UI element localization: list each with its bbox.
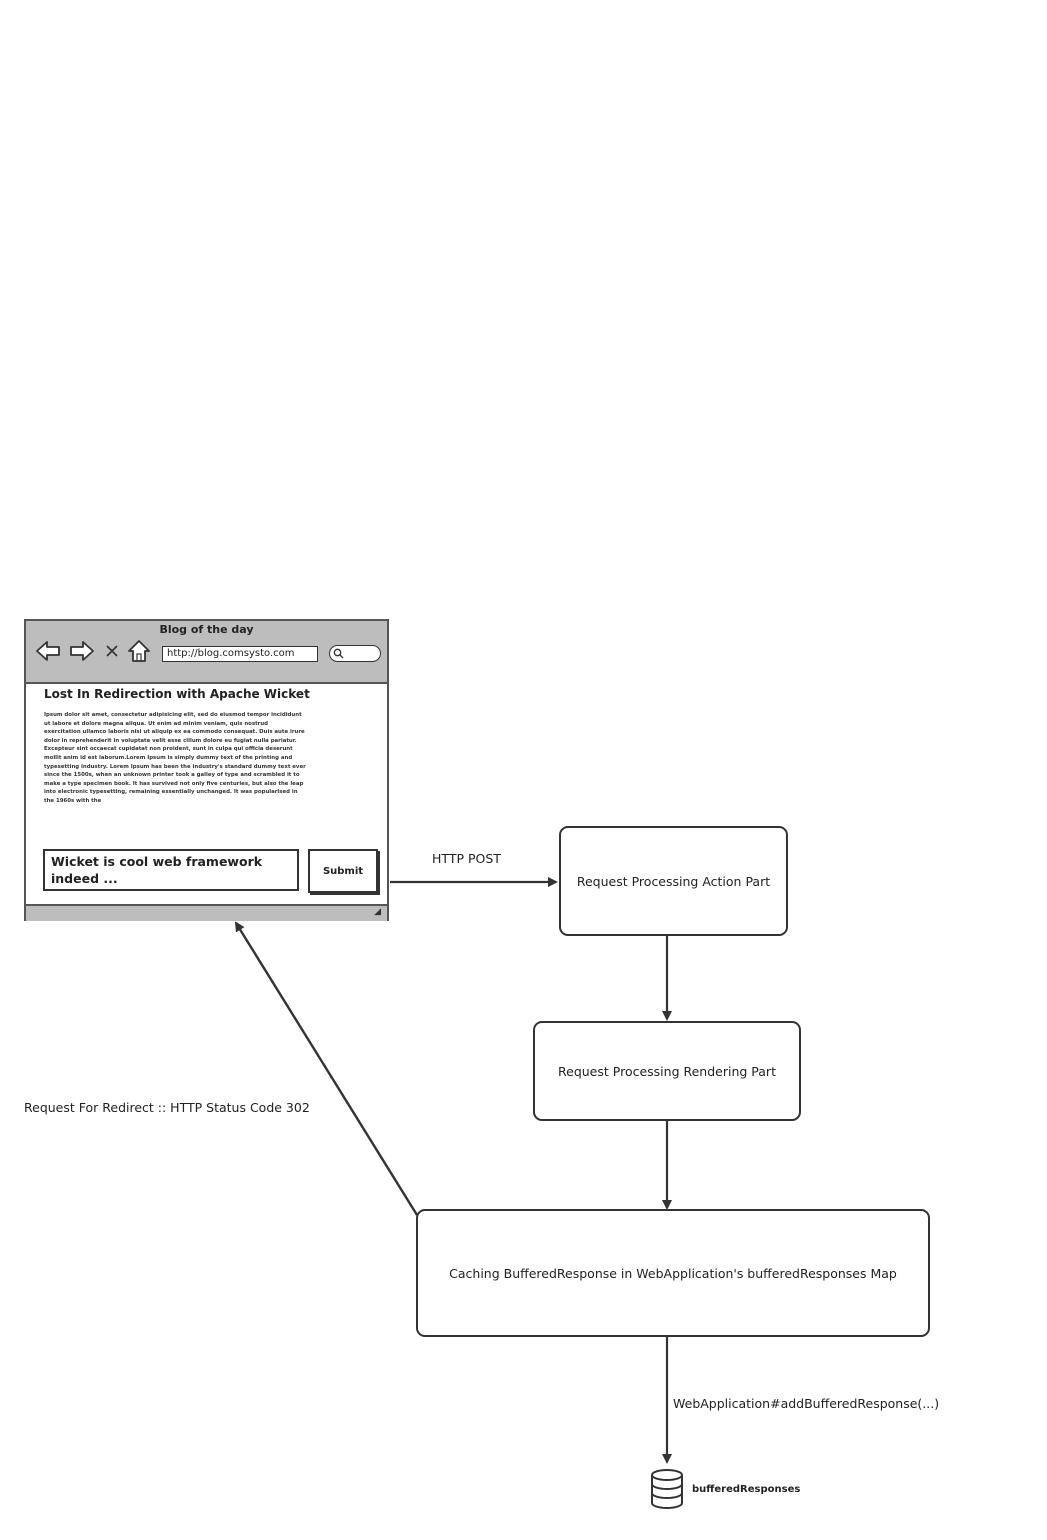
url-field[interactable]: http://blog.comsysto.com — [162, 646, 318, 662]
search-field[interactable] — [329, 645, 381, 662]
page-body-text: Ipsum dolor sit amet, consectetur adipis… — [44, 712, 306, 804]
resize-grip-icon[interactable]: ◢ — [374, 907, 381, 917]
forward-arrow-icon[interactable] — [68, 638, 96, 664]
submit-button[interactable]: Submit — [308, 849, 378, 893]
page-heading: Lost In Redirection with Apache Wicket — [44, 687, 310, 701]
http-post-label: HTTP POST — [432, 851, 501, 866]
back-arrow-icon[interactable] — [34, 638, 62, 664]
browser-status-bar: ◢ — [26, 904, 387, 921]
home-icon[interactable] — [126, 638, 152, 664]
comment-input[interactable]: Wicket is cool web framework indeed ... — [43, 849, 299, 891]
redirect-label: Request For Redirect :: HTTP Status Code… — [24, 1100, 310, 1115]
search-icon — [333, 648, 344, 659]
database-icon — [651, 1469, 683, 1509]
browser-mockup: Blog of the day http://blog.comsysto.com… — [24, 619, 389, 921]
browser-title: Blog of the day — [159, 623, 254, 636]
caching-box: Caching BufferedResponse in WebApplicati… — [416, 1209, 930, 1337]
browser-toolbar: Blog of the day http://blog.comsysto.com — [26, 621, 387, 684]
stop-icon[interactable] — [104, 638, 120, 664]
rendering-part-box: Request Processing Rendering Part — [533, 1021, 801, 1121]
buffered-responses-label: bufferedResponses — [692, 1484, 801, 1495]
action-part-box: Request Processing Action Part — [559, 826, 788, 936]
redirect-arrow — [234, 921, 419, 1216]
add-buffered-response-label: WebApplication#addBufferedResponse(...) — [673, 1396, 940, 1411]
